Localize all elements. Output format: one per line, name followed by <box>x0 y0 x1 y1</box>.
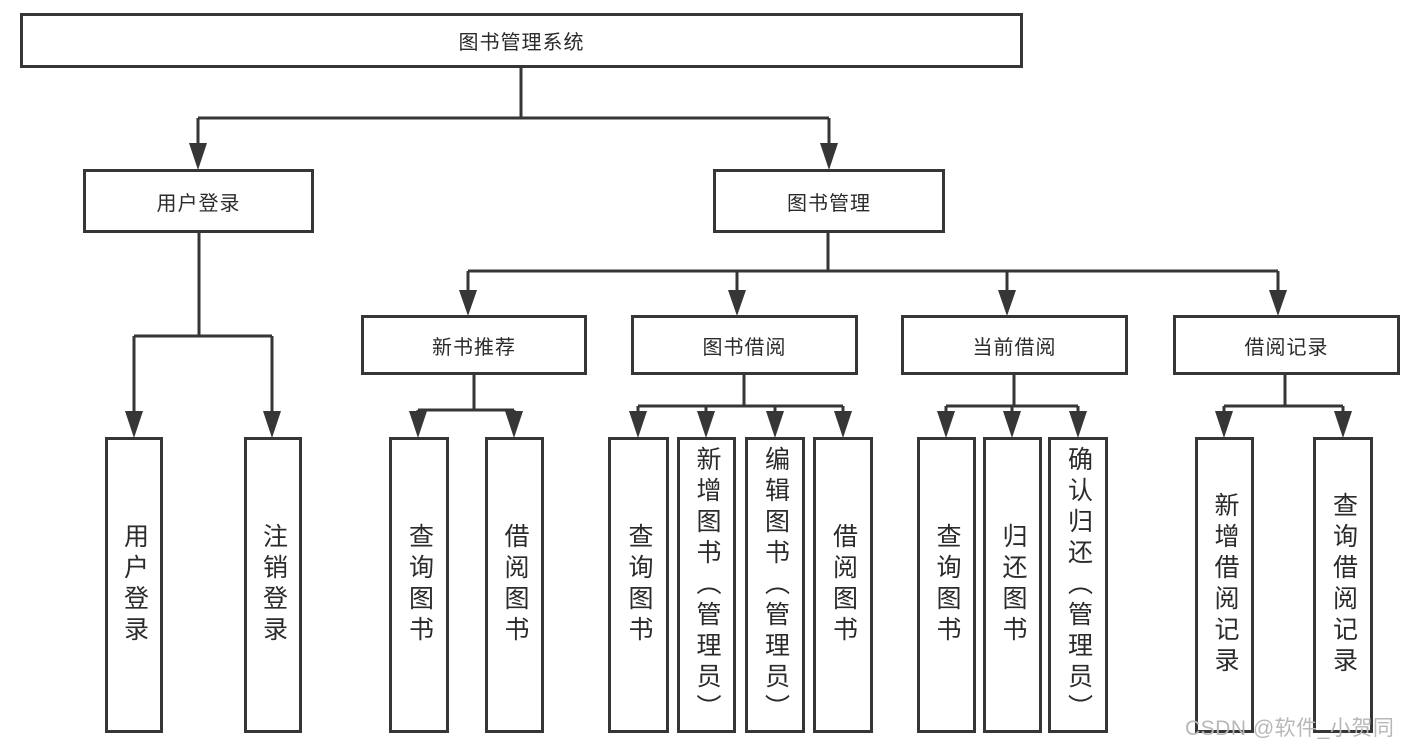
node-current-borrow: 当前借阅 <box>901 315 1128 375</box>
node-root: 图书管理系统 <box>20 13 1023 68</box>
node-book-management: 图书管理 <box>713 169 945 233</box>
leaf-borrow-books-borrow: 借阅图书 <box>813 437 873 733</box>
arrowheads <box>125 143 1352 438</box>
leaf-query-books-recommend: 查询图书 <box>389 437 449 733</box>
leaf-query-books-current: 查询图书 <box>917 437 976 733</box>
node-borrow-records: 借阅记录 <box>1173 315 1400 375</box>
leaf-user-login: 用户登录 <box>105 437 163 733</box>
leaf-logout: 注销登录 <box>244 437 302 733</box>
node-book-borrow: 图书借阅 <box>631 315 858 375</box>
leaf-query-borrow-record: 查询借阅记录 <box>1313 437 1373 733</box>
leaf-confirm-return-admin: 确认归还（管理员） <box>1048 437 1108 733</box>
leaf-edit-book-admin: 编辑图书（管理员） <box>745 437 805 733</box>
leaf-return-book: 归还图书 <box>983 437 1042 733</box>
node-user-login: 用户登录 <box>83 169 314 233</box>
node-new-book-recommend: 新书推荐 <box>361 315 587 375</box>
watermark: CSDN @软件_小贺同学 <box>1185 717 1395 740</box>
leaf-borrow-books-recommend: 借阅图书 <box>485 437 544 733</box>
leaf-add-borrow-record: 新增借阅记录 <box>1195 437 1254 733</box>
leaf-query-books-borrow: 查询图书 <box>608 437 669 733</box>
leaf-add-book-admin: 新增图书（管理员） <box>677 437 736 733</box>
